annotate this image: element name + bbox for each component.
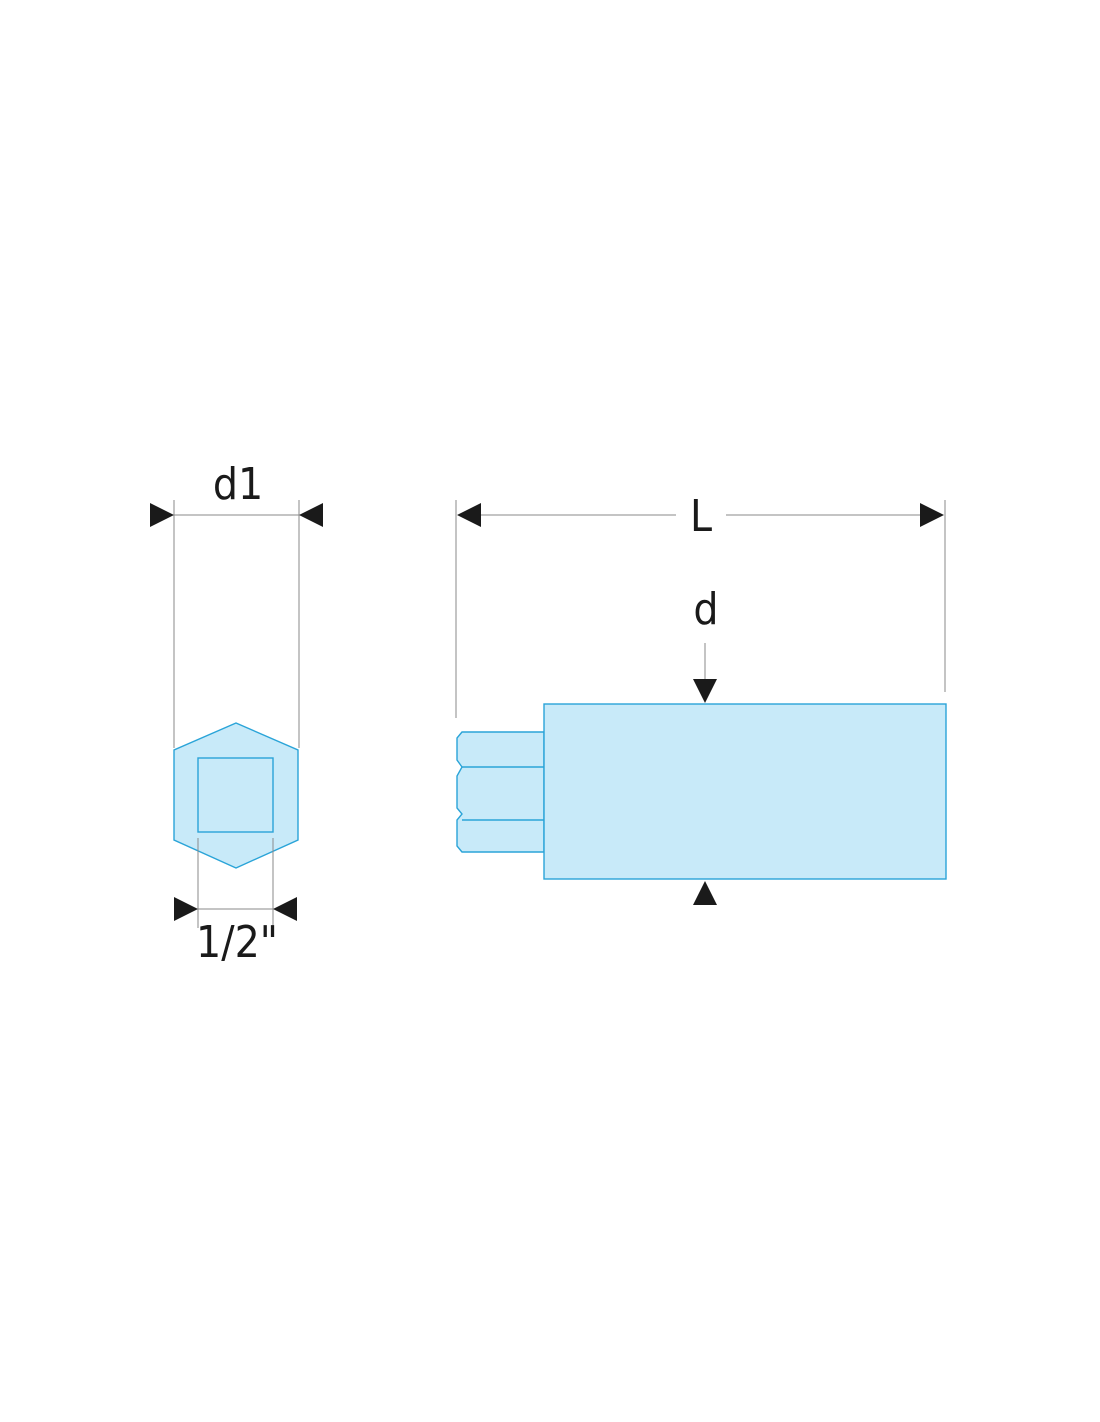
l-arrow-right (920, 503, 944, 527)
hex-profile (173, 722, 299, 869)
d1-arrow-right (299, 503, 323, 527)
drive-arrow-left (174, 897, 198, 921)
l-arrow-left (457, 503, 481, 527)
square-drive (197, 757, 274, 833)
end-view: d1 1/2" (150, 459, 323, 968)
main-body (543, 703, 947, 880)
drive-size-label: 1/2" (196, 917, 278, 968)
drive-arrow-right (273, 897, 297, 921)
side-view: L d (455, 491, 947, 905)
l-label: L (690, 491, 712, 542)
d1-arrow-left (150, 503, 174, 527)
d-label: d (693, 584, 718, 635)
hex-stub (456, 731, 545, 853)
d1-label: d1 (213, 459, 263, 510)
d-arrow-top (693, 679, 717, 703)
d-arrow-bottom (693, 881, 717, 905)
